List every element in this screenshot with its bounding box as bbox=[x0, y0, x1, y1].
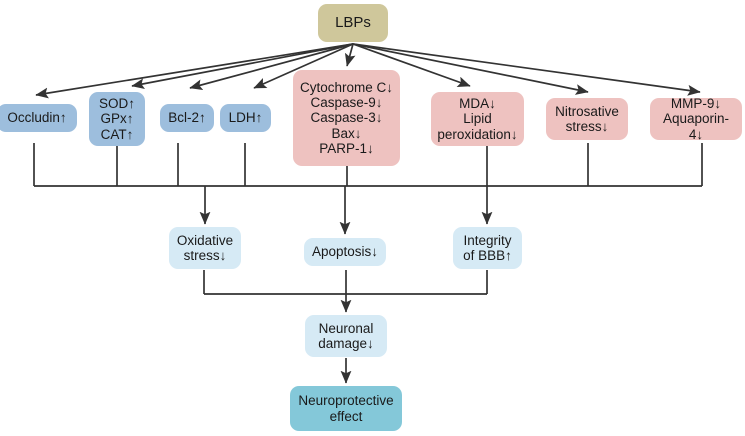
node-neuroprotective-effect: Neuroprotective effect bbox=[290, 386, 402, 431]
node-label: SOD↑ GPx↑ CAT↑ bbox=[98, 96, 135, 142]
node-mda-lipid-peroxidation: MDA↓ Lipid peroxidation↓ bbox=[431, 92, 524, 146]
node-sod-gpx-cat: SOD↑ GPx↑ CAT↑ bbox=[89, 92, 145, 146]
node-apoptosis-markers: Cytochrome C↓ Caspase-9↓ Caspase-3↓ Bax↓… bbox=[293, 70, 400, 166]
node-label: Cytochrome C↓ Caspase-9↓ Caspase-3↓ Bax↓… bbox=[299, 80, 394, 156]
node-label: MDA↓ Lipid peroxidation↓ bbox=[437, 96, 518, 142]
node-label: LBPs bbox=[335, 13, 371, 31]
node-label: Bcl-2↑ bbox=[168, 110, 206, 126]
node-label: Neuronal damage↓ bbox=[318, 320, 374, 351]
node-label: Neuroprotective effect bbox=[298, 393, 394, 424]
node-nitrosative-stress: Nitrosative stress↓ bbox=[546, 98, 628, 140]
node-oxidative-stress: Oxidative stress↓ bbox=[169, 227, 241, 269]
node-lbps: LBPs bbox=[318, 4, 388, 42]
node-apoptosis: Apoptosis↓ bbox=[304, 238, 386, 266]
node-label: MMP-9↓ Aquaporin-4↓ bbox=[662, 96, 730, 142]
node-label: Nitrosative stress↓ bbox=[555, 103, 619, 134]
node-bcl2: Bcl-2↑ bbox=[160, 104, 214, 132]
node-label: Integrity of BBB↑ bbox=[463, 232, 512, 263]
node-integrity-of-bbb: Integrity of BBB↑ bbox=[453, 227, 522, 269]
node-label: LDH↑ bbox=[228, 110, 263, 126]
node-label: Occludin↑ bbox=[7, 110, 67, 126]
node-label: Oxidative stress↓ bbox=[176, 232, 234, 263]
node-ldh: LDH↑ bbox=[220, 104, 271, 132]
node-label: Apoptosis↓ bbox=[311, 244, 379, 260]
node-occludin: Occludin↑ bbox=[0, 104, 77, 132]
node-neuronal-damage: Neuronal damage↓ bbox=[305, 315, 387, 357]
node-mmp9-aquaporin4: MMP-9↓ Aquaporin-4↓ bbox=[650, 96, 742, 142]
